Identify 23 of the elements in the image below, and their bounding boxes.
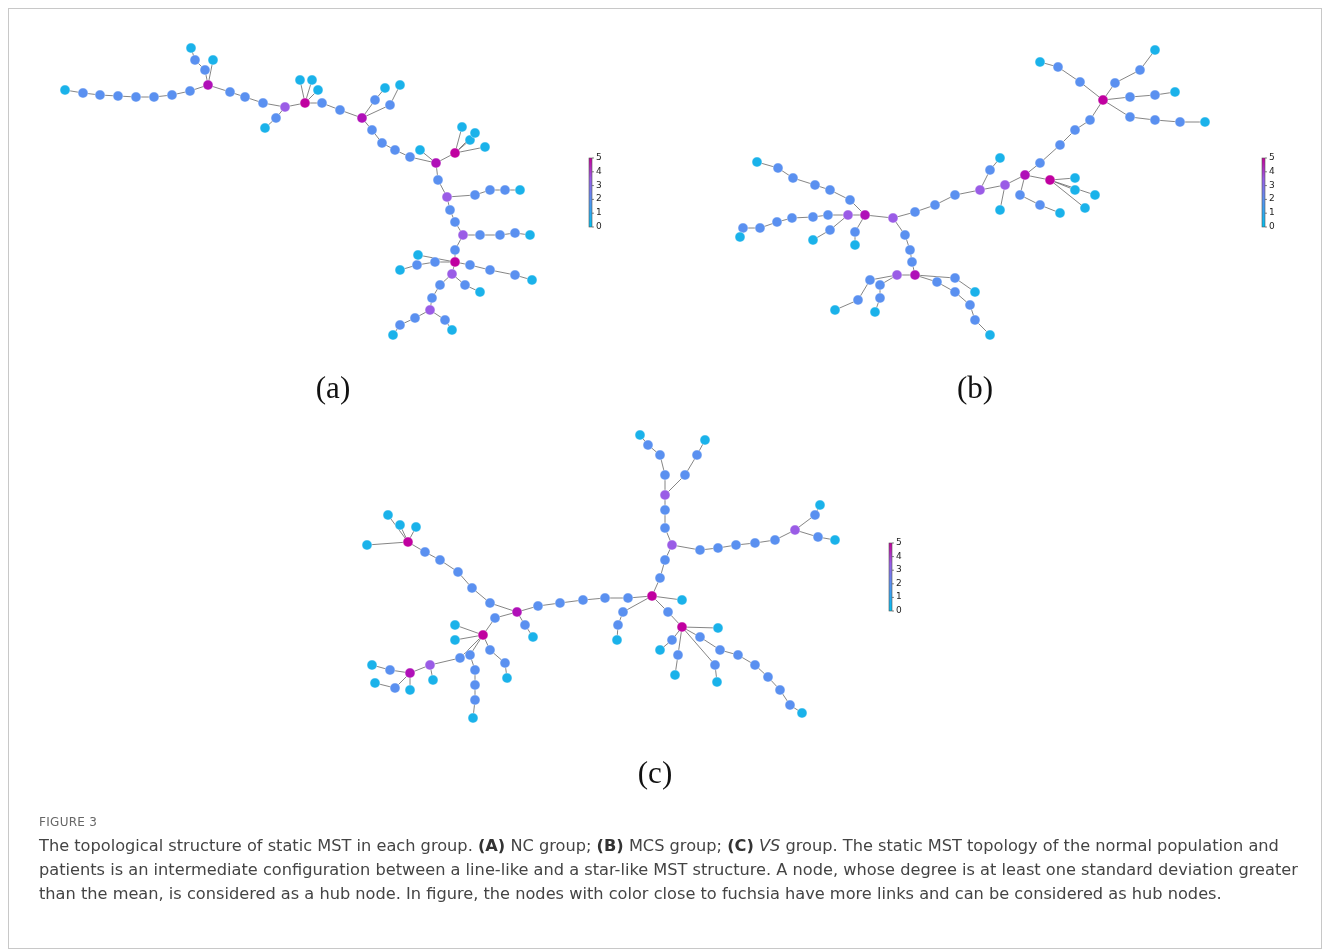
colorbar-tick-label: 4 [896,551,902,561]
colorbar-tick-label: 3 [1269,180,1275,190]
colorbar-tick-label: 0 [596,222,602,231]
figure-title: FIGURE 3 [39,815,98,829]
colorbar-tick-label: 3 [896,565,902,575]
colorbar-tick-label: 4 [596,166,602,176]
colorbar-tick-label: 5 [1269,153,1275,162]
panel-label: (a) [315,372,351,403]
colorbar-tick-label: 2 [896,578,902,588]
colorbar-tick-label: 3 [596,180,602,190]
panel-label: (c) [637,757,673,788]
colorbar-tick-label: 2 [596,194,602,204]
panel-label: (b) [956,372,994,403]
colorbar-tick-label: 5 [896,538,902,547]
colorbar-tick-label: 1 [596,208,602,218]
colorbar-tick-label: 5 [596,153,602,162]
colorbar-tick-label: 1 [1269,208,1275,218]
caption: The topological structure of static MST in each group. (A) NC group; (B) MCS group; (C) VS group. The static MST topology of the normal population and patients is an intermediate configuration between a line-like and a star-like MST structure. A node, whose degree is at least one standard deviation greater than the mean, is considered as a hub node. In figure, the nodes with color close to fuchsia have more links and can be considered as hub nodes. [39,835,1299,905]
colorbar-tick-label: 1 [896,592,902,602]
colorbar-tick-label: 2 [1269,194,1275,204]
colorbar-tick-label: 0 [896,606,902,615]
colorbar-tick-label: 0 [1269,222,1275,231]
colorbar-tick-label: 4 [1269,166,1275,176]
